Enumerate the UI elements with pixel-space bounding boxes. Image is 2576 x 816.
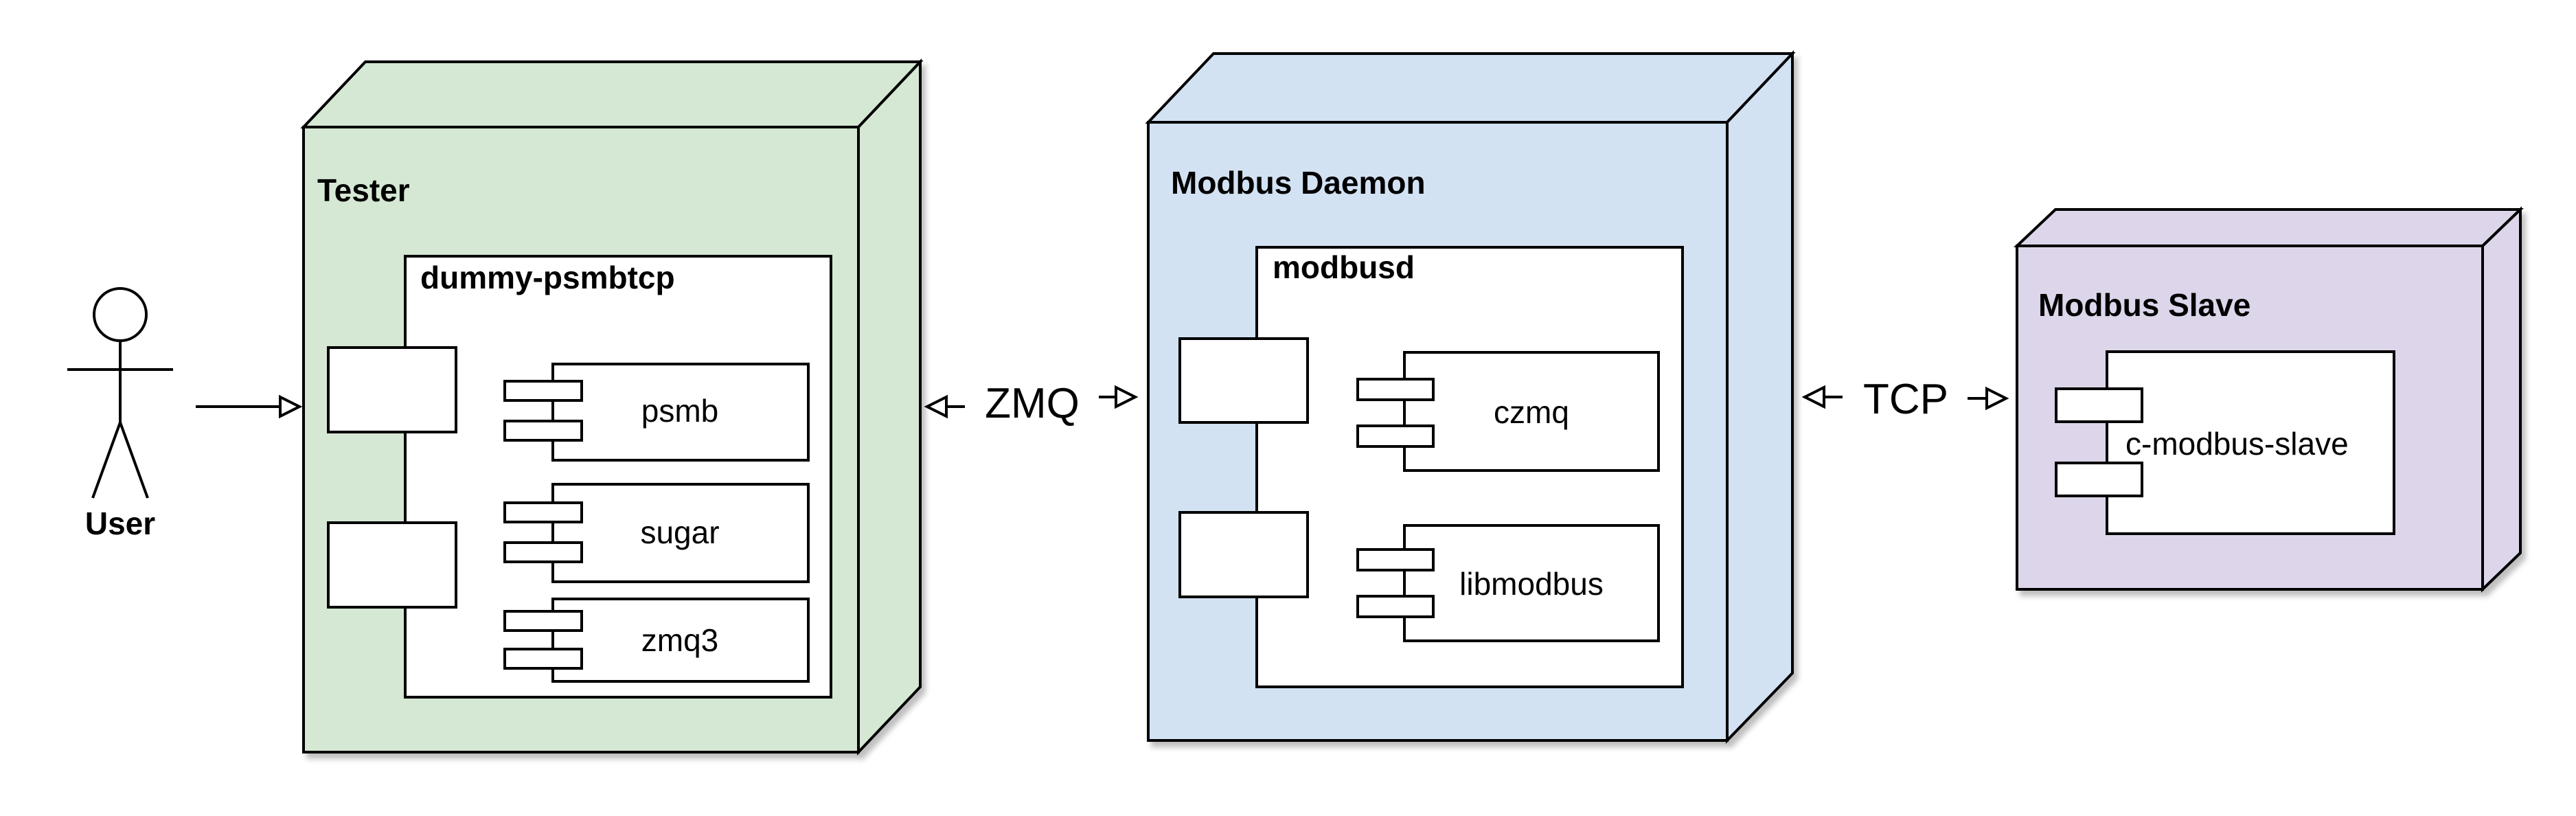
- tester-node-title: Tester: [317, 172, 410, 208]
- slave-node-title: Modbus Slave: [2038, 287, 2250, 323]
- tcp-label: TCP: [1863, 376, 1948, 423]
- daemon-port-top: [1178, 337, 1309, 424]
- zmq-label: ZMQ: [985, 380, 1080, 427]
- tester-node-top: [300, 60, 924, 128]
- czmq-label: czmq: [1494, 394, 1569, 430]
- actor-label: User: [85, 506, 155, 541]
- component-icon: [503, 501, 583, 523]
- user-actor: [67, 287, 173, 499]
- sugar-label: sugar: [640, 514, 719, 550]
- sugar-component: [503, 483, 810, 583]
- psmb-component: [503, 363, 810, 462]
- daemon-port-bottom: [1178, 511, 1309, 598]
- component-icon: [2055, 387, 2143, 423]
- daemon-node-title: Modbus Daemon: [1171, 165, 1426, 201]
- tester-node-side: [857, 58, 922, 756]
- libmodbus-component: [1356, 524, 1660, 642]
- czmq-component: [1356, 351, 1660, 472]
- actor-right-leg: [119, 422, 149, 499]
- zmq3-component: [503, 598, 810, 683]
- user-to-tester-arrow: [196, 394, 303, 419]
- modbusd-title: modbusd: [1273, 249, 1415, 285]
- tcp-connector: [1801, 385, 2009, 411]
- slave-node-top: [2013, 208, 2524, 247]
- tcp-arrow-left: [1801, 385, 1825, 409]
- tester-port-top: [327, 346, 457, 433]
- c-modbus-slave-component: [2055, 350, 2395, 535]
- component-icon: [503, 380, 583, 402]
- tcp-arrow-right: [1985, 386, 2009, 411]
- psmb-label: psmb: [641, 393, 718, 429]
- zmq-arrow-left: [924, 394, 948, 419]
- slave-node-side: [2481, 206, 2522, 593]
- libmodbus-label: libmodbus: [1459, 566, 1604, 602]
- zmq-arrow-right: [1115, 385, 1139, 409]
- actor-left-leg: [91, 422, 122, 499]
- dummy-psmbtcp-title: dummy-psmbtcp: [420, 260, 675, 295]
- c-modbus-slave-label: c-modbus-slave: [2125, 426, 2349, 462]
- component-icon: [503, 610, 583, 632]
- daemon-node-side: [1726, 49, 1794, 744]
- actor-head: [93, 287, 148, 342]
- zmq-connector: [924, 385, 1139, 419]
- component-icon: [1356, 548, 1435, 571]
- zmq3-label: zmq3: [641, 622, 718, 658]
- tester-port-bottom: [327, 521, 457, 609]
- daemon-node-top: [1145, 52, 1796, 124]
- component-icon: [1356, 378, 1435, 401]
